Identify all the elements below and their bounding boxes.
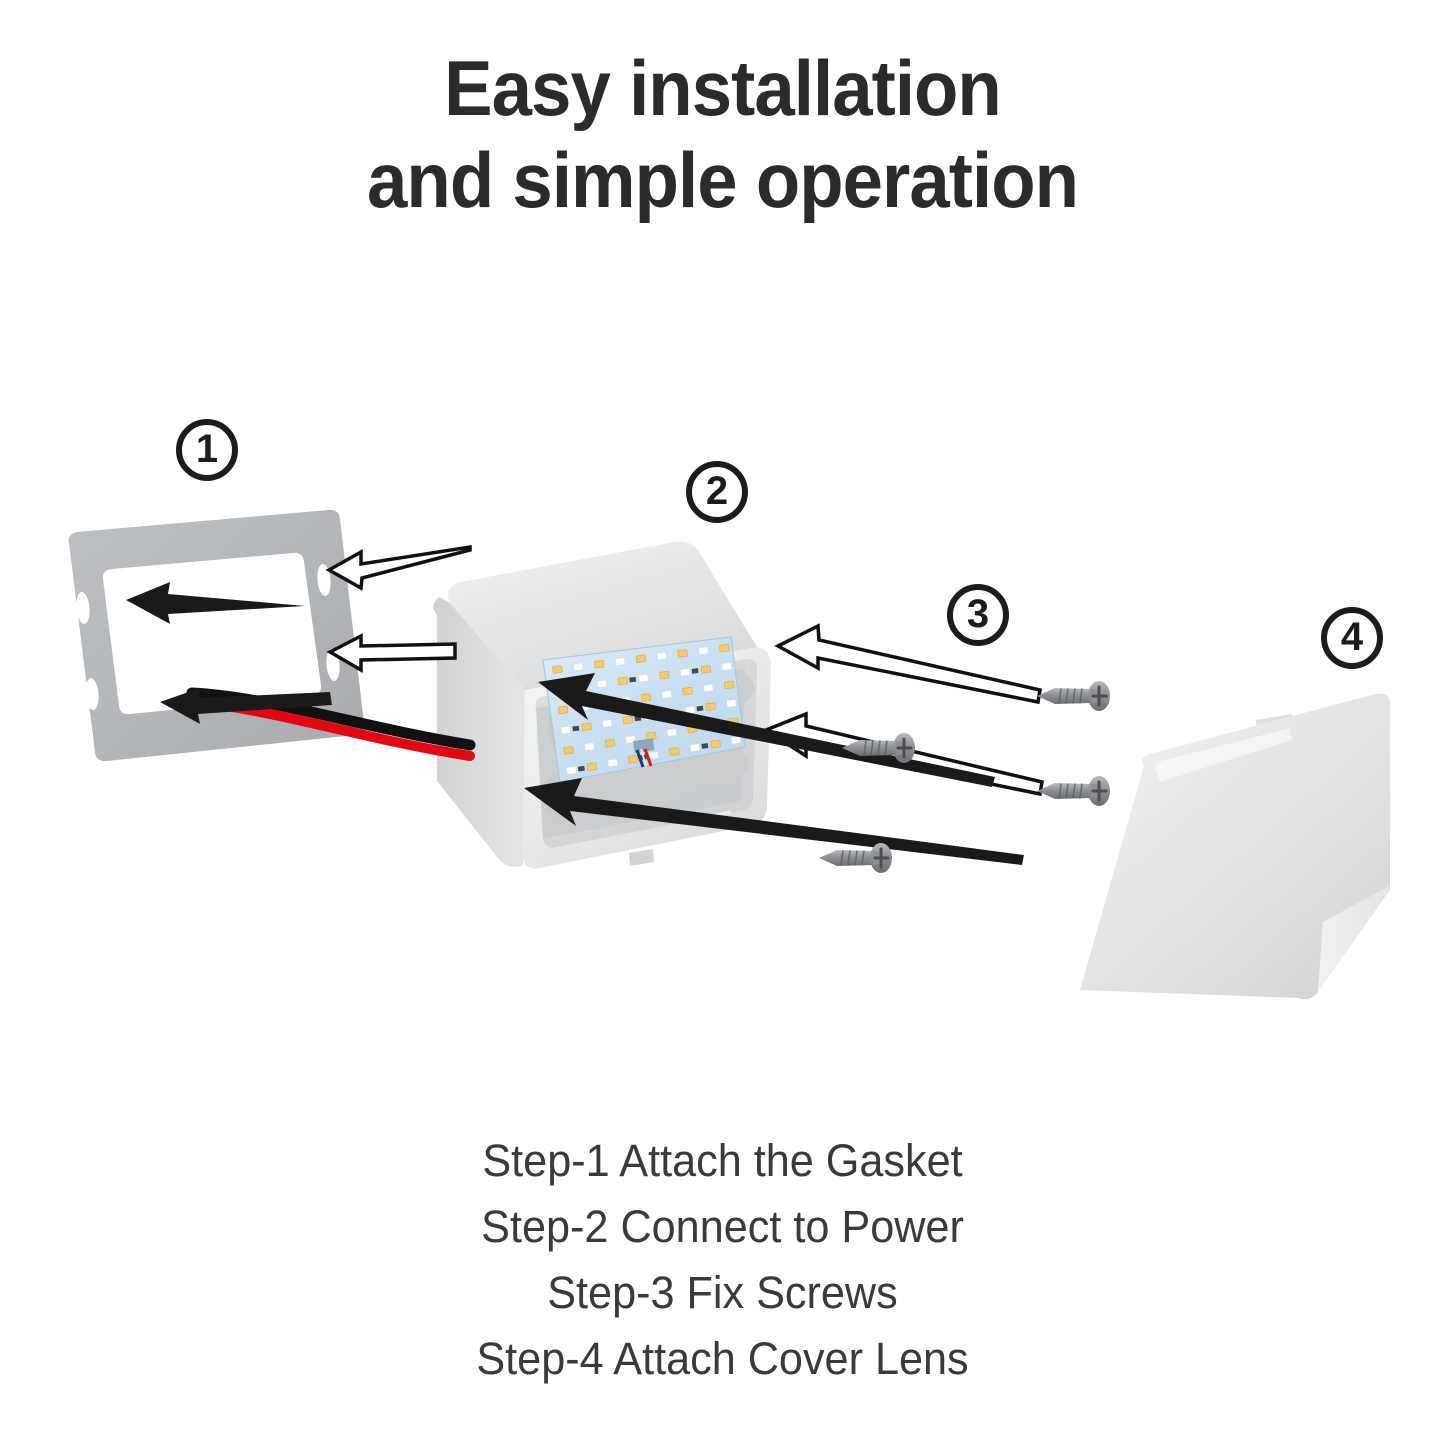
arrow-outline-gasket-top	[325, 544, 472, 591]
led-chip	[563, 746, 574, 755]
callout-badge-1: 1	[176, 419, 238, 481]
gasket-slot-right-top	[317, 564, 331, 596]
screw-3	[1035, 771, 1121, 811]
led-chip	[698, 646, 709, 655]
screw-icon	[1037, 681, 1110, 711]
led-chip	[669, 747, 680, 756]
led-chip	[635, 654, 647, 663]
led-chip	[628, 754, 639, 764]
arrow-solid-housing-boss	[524, 778, 1024, 865]
pcb-wire-connector	[633, 738, 655, 768]
housing-left-face	[433, 597, 525, 867]
page-title: Easy installation and simple operation	[51, 42, 1395, 226]
title-line-1: Easy installation	[444, 44, 1002, 132]
led-chip	[604, 738, 616, 748]
led-chip	[614, 657, 626, 666]
arrow-outline-screw-top	[774, 623, 1042, 705]
led-chip	[723, 680, 735, 690]
step-item: Step-4 Attach Cover Lens	[476, 1333, 969, 1384]
led-chip	[581, 722, 592, 731]
led-chip	[689, 743, 701, 752]
wire-black	[186, 687, 476, 751]
led-chip	[730, 736, 742, 745]
led-chip	[710, 739, 721, 749]
callout-badge-2: 2	[686, 461, 748, 523]
screw-icon	[1037, 776, 1110, 806]
led-chip	[560, 725, 572, 735]
arrow-outline-gasket-bottom	[326, 633, 457, 674]
led-chip	[659, 671, 670, 680]
pcb-component	[701, 743, 709, 749]
led-chip	[666, 728, 678, 737]
screw-icon	[819, 843, 892, 873]
arrow-solid-wire	[160, 688, 332, 724]
led-chip	[557, 705, 569, 715]
led-chip	[566, 766, 577, 775]
step-list: Step-1 Attach the Gasket Step-2 Connect …	[29, 1128, 1416, 1392]
led-chip	[705, 702, 716, 711]
led-chip	[648, 751, 660, 760]
led-chip	[602, 719, 613, 728]
led-chip	[638, 673, 649, 683]
led-chip	[552, 665, 563, 674]
led-chip	[596, 679, 608, 689]
led-chip	[703, 683, 714, 693]
led-chip	[593, 659, 605, 669]
lens-highlight	[1154, 728, 1292, 782]
housing-bottom-tab	[629, 849, 654, 866]
led-chip	[607, 758, 618, 768]
led-chip	[700, 665, 712, 674]
pcb-component	[696, 705, 704, 712]
led-chip	[679, 668, 691, 677]
gasket-slot-left-top	[76, 592, 90, 624]
pcb-component	[629, 676, 637, 683]
led-chip	[622, 715, 634, 725]
badge-number: 2	[705, 468, 729, 513]
arrow-solid-pcb	[538, 673, 995, 787]
cover-lens-part	[1060, 690, 1405, 1010]
screw-icon	[842, 733, 915, 763]
step-item: Step-2 Connect to Power	[481, 1201, 964, 1252]
title-line-2: and simple operation	[367, 136, 1079, 224]
led-chip	[584, 742, 595, 751]
cover-lens-illustration	[1080, 693, 1390, 1000]
callout-badge-4: 4	[1321, 607, 1383, 669]
pcb-component	[572, 725, 580, 732]
led-chip	[640, 693, 652, 702]
led-chip	[586, 762, 598, 771]
pcb-component	[691, 668, 699, 674]
led-chip	[721, 662, 732, 671]
badge-number: 4	[1340, 614, 1364, 659]
badge-number: 1	[195, 426, 219, 471]
step-item: Step-1 Attach the Gasket	[482, 1135, 963, 1186]
step-item: Step-3 Fix Screws	[547, 1267, 898, 1318]
badge-number: 3	[966, 591, 990, 636]
led-chip	[682, 687, 693, 696]
led-chip	[719, 643, 730, 653]
callout-badge-3: 3	[947, 584, 1009, 646]
gasket-slot-left-bottom	[85, 678, 99, 710]
screw-1	[1035, 676, 1121, 716]
led-chip	[573, 662, 584, 672]
led-chip	[661, 690, 673, 699]
led-chip	[726, 699, 737, 708]
screw-2	[840, 728, 926, 768]
screw-4	[817, 838, 903, 878]
led-chip	[625, 735, 636, 744]
lens-right-edge	[1318, 886, 1390, 992]
pcb-component	[577, 765, 585, 772]
arrow-solid-gasket-inner	[126, 582, 305, 624]
housing-boss-bottom-right	[691, 745, 749, 785]
led-chip	[656, 651, 667, 661]
led-chip	[617, 676, 628, 686]
led-chip	[677, 649, 688, 658]
